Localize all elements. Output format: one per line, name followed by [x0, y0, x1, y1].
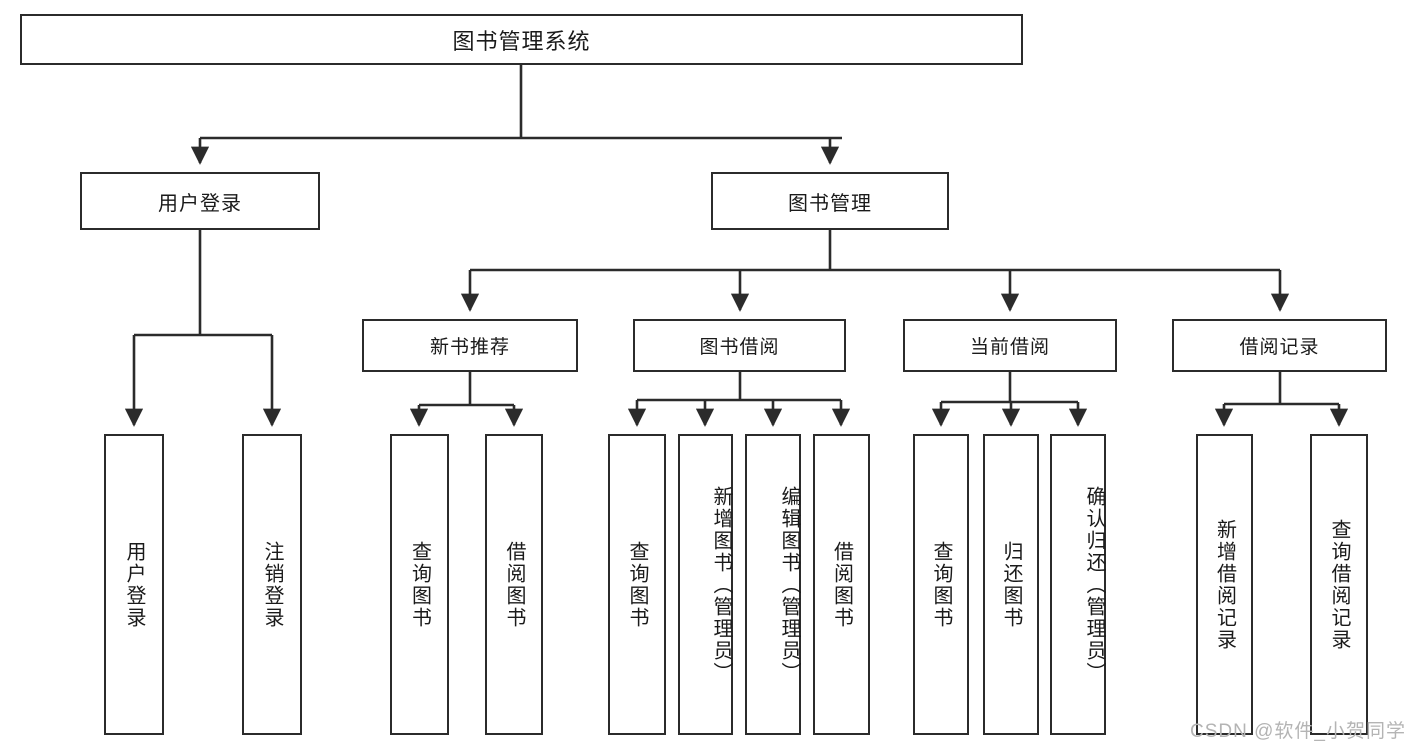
node-book-manage-label: 图书管理	[788, 192, 872, 215]
node-root-label: 图书管理系统	[452, 28, 591, 54]
node-book-borrow-label: 图书借阅	[699, 337, 780, 358]
leaf-query-book-2[interactable]: 查询图书	[608, 434, 666, 735]
leaf-query-book-1[interactable]: 查询图书	[390, 434, 449, 735]
node-book-manage[interactable]: 图书管理	[711, 172, 949, 230]
csdn-watermark-text: CSDN @软件_小贺同学	[1190, 721, 1405, 742]
leaf-query-book-2-label: 查询图书	[626, 540, 648, 629]
leaf-borrow-book-2[interactable]: 借阅图书	[813, 434, 870, 735]
leaf-borrow-book-1-label: 借阅图书	[503, 540, 525, 629]
leaf-query-record[interactable]: 查询借阅记录	[1310, 434, 1368, 735]
node-root[interactable]: 图书管理系统	[20, 14, 1023, 65]
node-borrow-record-label: 借阅记录	[1239, 337, 1320, 358]
node-borrow-record[interactable]: 借阅记录	[1172, 319, 1387, 372]
leaf-return-book[interactable]: 归还图书	[983, 434, 1039, 735]
node-user-login-label: 用户登录	[158, 192, 242, 215]
node-new-book-rec-label: 新书推荐	[429, 337, 510, 358]
leaf-query-book-3-label: 查询图书	[930, 540, 952, 629]
leaf-query-book-3[interactable]: 查询图书	[913, 434, 969, 735]
leaf-user-logout[interactable]: 注销登录	[242, 434, 302, 735]
leaf-user-login[interactable]: 用户登录	[104, 434, 164, 735]
leaf-edit-book-label: 编辑图书（管理员）	[778, 485, 800, 684]
csdn-watermark: CSDN @软件_小贺同学	[1190, 716, 1405, 743]
leaf-add-record[interactable]: 新增借阅记录	[1196, 434, 1253, 735]
leaf-borrow-book-2-label: 借阅图书	[830, 540, 853, 629]
leaf-user-login-label: 用户登录	[123, 540, 145, 629]
leaf-add-book[interactable]: 新增图书（管理员）	[678, 434, 733, 735]
node-new-book-rec[interactable]: 新书推荐	[362, 319, 578, 372]
leaf-query-book-1-label: 查询图书	[408, 540, 431, 629]
leaf-edit-book[interactable]: 编辑图书（管理员）	[745, 434, 801, 735]
node-book-borrow[interactable]: 图书借阅	[633, 319, 846, 372]
leaf-user-logout-label: 注销登录	[261, 540, 283, 629]
node-current-borrow[interactable]: 当前借阅	[903, 319, 1117, 372]
leaf-return-book-label: 归还图书	[1000, 540, 1022, 629]
leaf-confirm-return[interactable]: 确认归还（管理员）	[1050, 434, 1106, 735]
node-current-borrow-label: 当前借阅	[969, 337, 1050, 358]
leaf-query-record-label: 查询借阅记录	[1328, 518, 1350, 651]
leaf-borrow-book-1[interactable]: 借阅图书	[485, 434, 543, 735]
leaf-add-record-label: 新增借阅记录	[1213, 518, 1236, 651]
node-user-login[interactable]: 用户登录	[80, 172, 320, 230]
leaf-add-book-label: 新增图书（管理员）	[710, 485, 732, 684]
leaf-confirm-return-label: 确认归还（管理员）	[1083, 485, 1105, 684]
